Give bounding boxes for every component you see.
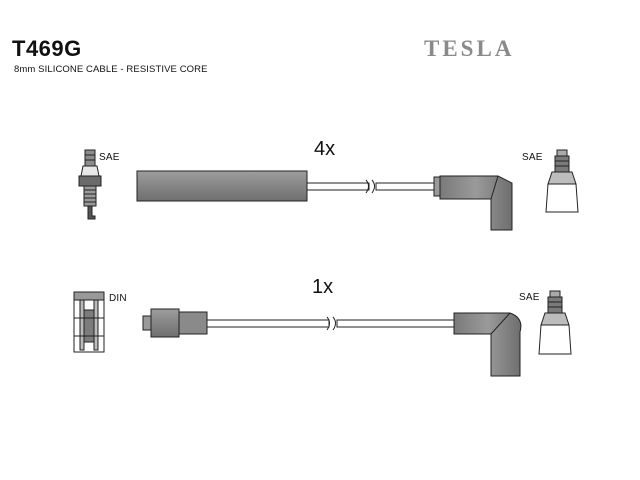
boot-connector-icon [538, 290, 572, 355]
spark-plug-icon [78, 149, 102, 220]
cable-1-wire [136, 170, 513, 231]
cable-1-right-connector-label: SAE [522, 152, 543, 163]
cable-2-quantity: 1x [312, 276, 334, 298]
cable-2-left-connector-label: DIN [109, 293, 127, 304]
boot-connector-icon [545, 149, 579, 213]
cable-2-wire [142, 308, 522, 377]
brand-logo: TESLA [424, 36, 515, 61]
product-code: T469G [12, 36, 82, 61]
cable-2-right-connector-label: SAE [519, 292, 540, 303]
cable-1-quantity: 4x [314, 138, 336, 160]
product-description: 8mm SILICONE CABLE - RESISTIVE CORE [14, 64, 208, 75]
din-connector-icon [73, 291, 105, 353]
cable-1-left-connector-label: SAE [99, 152, 120, 163]
